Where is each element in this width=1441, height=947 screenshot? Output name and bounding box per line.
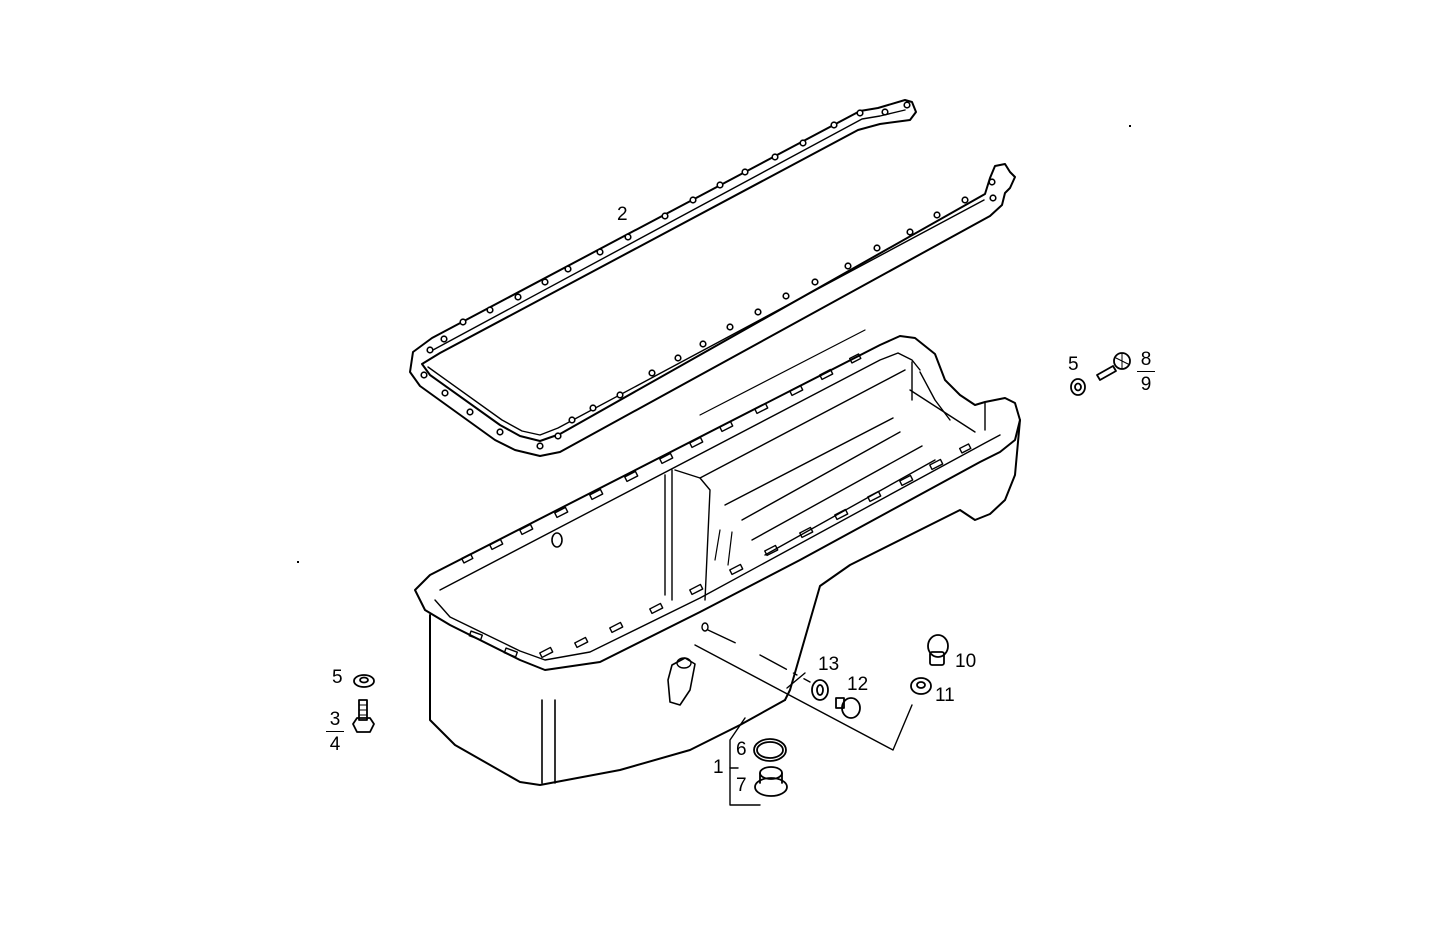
scan-specks [297,125,1131,563]
washer-13 [811,679,829,701]
callout-1: 1 [713,757,724,778]
washer-11 [910,677,932,695]
callout-3: 3 [329,709,341,730]
oil-pan-gasket [409,99,1016,457]
callout-2: 2 [617,204,628,225]
washer-5-left [353,674,375,688]
oil-pan-flange-slots [460,353,972,659]
callout-7: 7 [736,775,747,796]
bolt-3-4 [352,699,375,733]
oil-pan [414,329,1021,786]
fraction-bar [326,731,344,732]
gasket-bolt-holes [420,101,997,450]
callout-6: 6 [736,739,747,760]
callout-5-right: 5 [1068,354,1079,375]
plug-12 [835,697,861,719]
callout-3-4: 3 4 [326,710,344,754]
plug-10 [927,634,949,666]
leader-lines [694,629,913,806]
callout-11: 11 [935,685,955,706]
drain-plug-7 [754,766,788,797]
callout-13: 13 [818,654,840,675]
callout-4: 4 [329,734,341,755]
callout-5-left: 5 [332,667,343,688]
bolt-8-9 [1096,352,1131,381]
callout-10: 10 [955,651,977,672]
sealing-ring-6 [753,738,787,762]
fraction-bar [1137,371,1155,372]
callout-9: 9 [1140,374,1152,395]
callout-8: 8 [1140,349,1152,370]
washer-5-right [1070,378,1086,396]
callout-12: 12 [847,674,869,695]
callout-8-9: 8 9 [1137,350,1155,394]
